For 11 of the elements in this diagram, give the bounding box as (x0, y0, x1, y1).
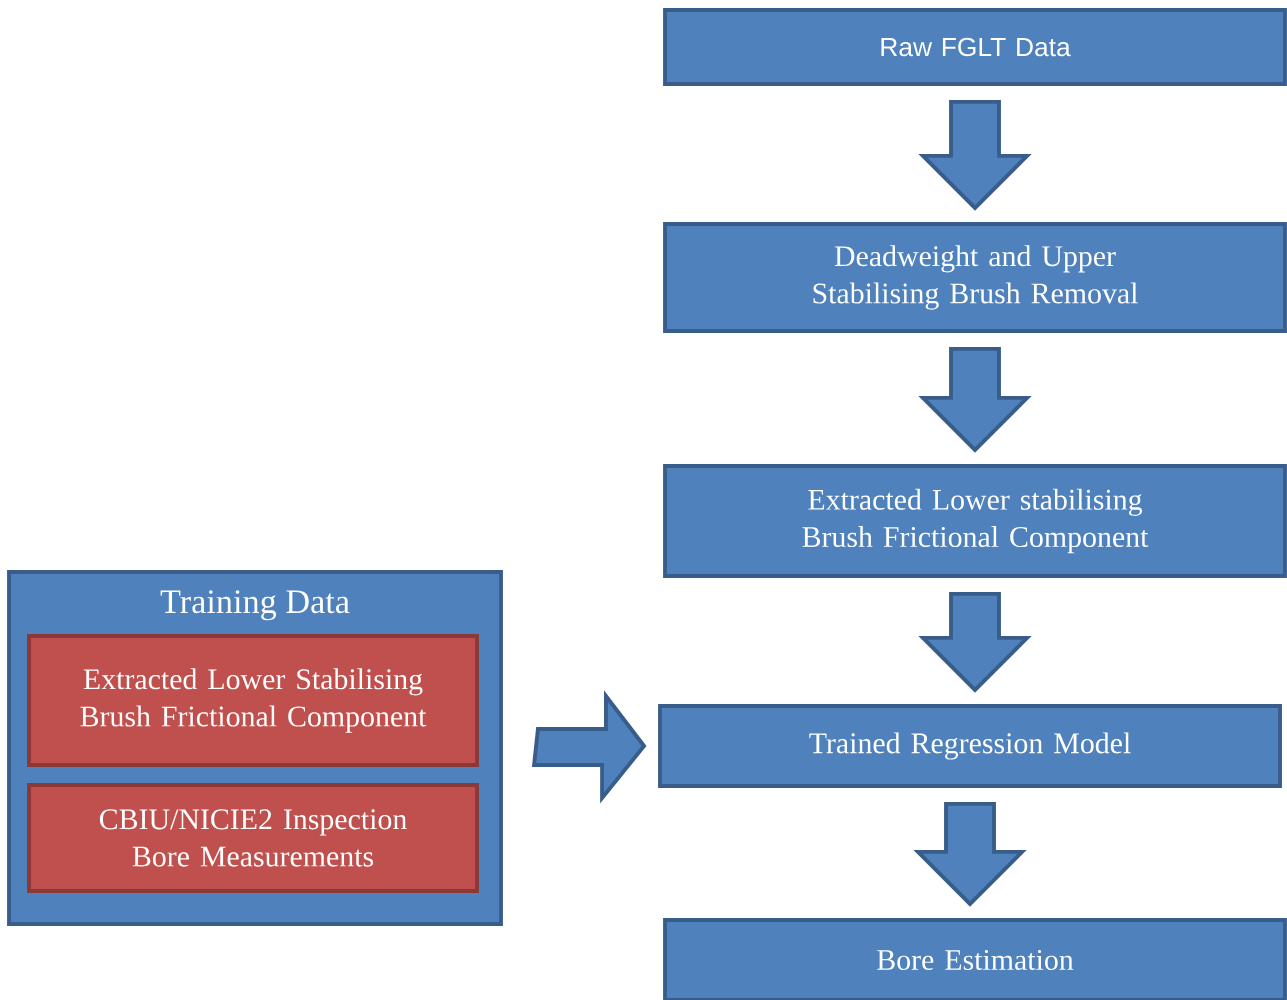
data-box: CBIU/NICIE2 Inspection Bore Measurements (27, 783, 479, 893)
process-box: Trained Regression Model (658, 704, 1282, 788)
process-box: Raw FGLT Data (663, 8, 1287, 86)
process-box: Extracted Lower stabilising Brush Frictional Component (663, 464, 1287, 578)
block-arrow (918, 100, 1032, 211)
block-arrow (913, 802, 1027, 907)
data-box: Extracted Lower Stabilising Brush Frictional Component (27, 634, 479, 767)
process-box: Bore Estimation (663, 918, 1287, 1000)
process-box: Deadweight and Upper Stabilising Brush Removal (663, 222, 1287, 333)
block-arrow (918, 592, 1032, 693)
block-arrow (918, 347, 1032, 453)
